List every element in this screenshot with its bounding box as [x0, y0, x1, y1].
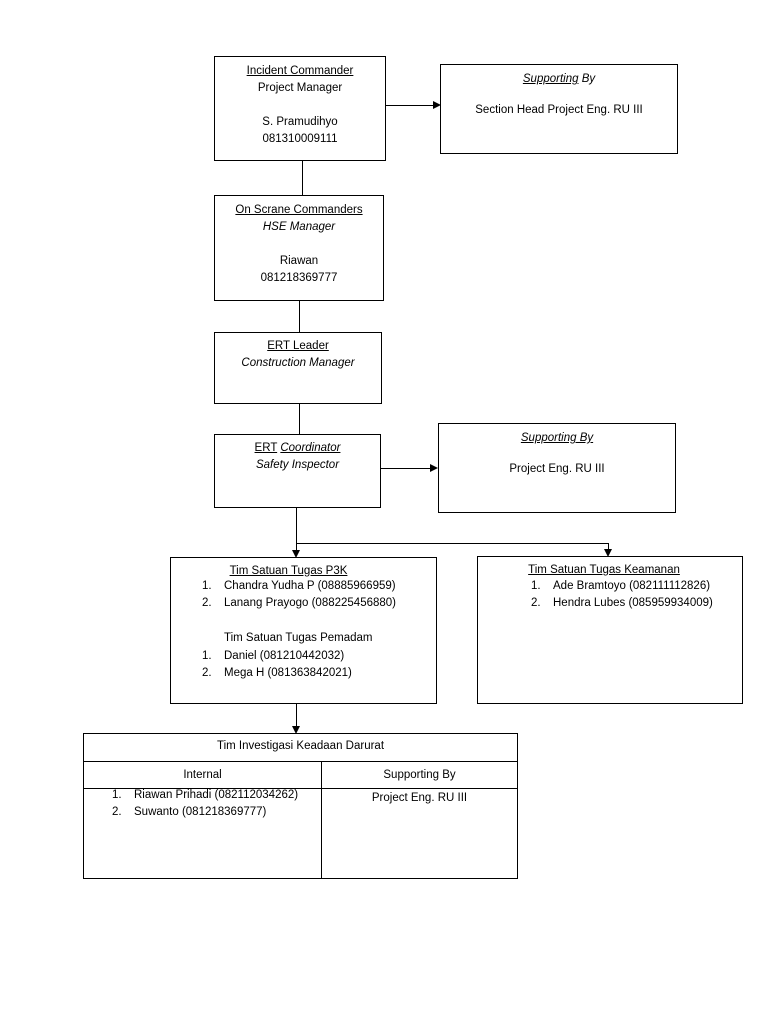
- investigasi-table: Tim Investigasi Keadaan Darurat Internal…: [83, 733, 518, 879]
- connector-p3k-investigasi: [296, 704, 297, 728]
- incident-commander-title: Incident Commander: [246, 65, 354, 77]
- incident-commander-role: Project Manager: [257, 82, 343, 94]
- investigasi-title: Tim Investigasi Keadaan Darurat: [84, 734, 517, 762]
- list-item: 1.Chandra Yudha P (08885966959): [202, 580, 396, 592]
- investigasi-internal-list: 1.Riawan Prihadi (082112034262) 2.Suwant…: [112, 789, 298, 823]
- incident-commander-phone: 081310009111: [262, 133, 338, 145]
- ert-leader-role: Construction Manager: [241, 357, 355, 369]
- supporting-box-2: Supporting By Project Eng. RU III: [438, 423, 676, 513]
- keamanan-team-box: Tim Satuan Tugas Keamanan: [477, 556, 743, 704]
- list-item: 2.Suwanto (081218369777): [112, 806, 267, 818]
- supporting-2-title: Supporting By: [520, 432, 594, 444]
- arrow-to-investigasi: [292, 726, 300, 734]
- list-item: 2.Hendra Lubes (085959934009): [531, 597, 713, 609]
- on-scene-name: Riawan: [279, 255, 319, 267]
- on-scene-role: HSE Manager: [262, 221, 336, 233]
- incident-commander-name: S. Pramudihyo: [262, 116, 338, 128]
- pemadam-title: Tim Satuan Tugas Pemadam: [224, 632, 373, 644]
- on-scene-title: On Scrane Commanders: [235, 204, 363, 216]
- arrow-ic-supporting: [433, 101, 441, 109]
- on-scene-phone: 081218369777: [260, 272, 338, 284]
- investigasi-col-supporting: Supporting By: [322, 762, 517, 789]
- connector-ic-onscene: [302, 161, 303, 195]
- list-item: 2.Mega H (081363842021): [202, 667, 352, 679]
- arrow-to-p3k: [292, 550, 300, 558]
- supporting-1-title: Supporting: [522, 73, 579, 85]
- connector-coordinator-supporting: [381, 468, 431, 469]
- list-item: 1.Riawan Prihadi (082112034262): [112, 789, 299, 801]
- connector-ertleader-coordinator: [299, 404, 300, 434]
- ert-coordinator-title-b: Coordinator: [280, 442, 341, 454]
- investigasi-supporting-cell: Project Eng. RU III: [371, 792, 468, 804]
- supporting-2-body: Project Eng. RU III: [509, 463, 605, 475]
- investigasi-col-internal: Internal: [84, 762, 322, 789]
- supporting-1-body: Section Head Project Eng. RU III: [475, 104, 643, 116]
- ert-coordinator-title-a: ERT: [254, 442, 278, 454]
- ert-leader-box: ERT Leader Construction Manager: [214, 332, 382, 404]
- list-item: 1.Ade Bramtoyo (082111112826): [531, 580, 711, 592]
- pemadam-member-list: 1.Daniel (081210442032) 2.Mega H (081363…: [202, 650, 352, 684]
- list-item: 2.Lanang Prayogo (088225456880): [202, 597, 397, 609]
- on-scene-commanders-box: On Scrane Commanders HSE Manager Riawan …: [214, 195, 384, 301]
- ert-coordinator-role: Safety Inspector: [255, 459, 340, 471]
- p3k-title: Tim Satuan Tugas P3K: [229, 565, 348, 577]
- ert-coordinator-box: ERT Coordinator Safety Inspector: [214, 434, 381, 508]
- incident-commander-box: Incident Commander Project Manager S. Pr…: [214, 56, 386, 161]
- connector-onscene-ertleader: [299, 301, 300, 332]
- connector-branch-keamanan: [608, 543, 609, 551]
- ert-leader-title: ERT Leader: [267, 340, 329, 352]
- supporting-1-title-suffix: By: [578, 73, 596, 85]
- arrow-to-keamanan: [604, 549, 612, 557]
- keamanan-title: Tim Satuan Tugas Keamanan: [528, 564, 680, 576]
- connector-coordinator-down: [296, 508, 297, 552]
- connector-branch-horizontal: [296, 543, 609, 544]
- investigasi-internal-cell: [84, 789, 322, 878]
- connector-ic-supporting: [386, 105, 434, 106]
- p3k-team-box: Tim Satuan Tugas P3K: [170, 557, 437, 704]
- supporting-box-1: Supporting By Section Head Project Eng. …: [440, 64, 678, 154]
- p3k-member-list: 1.Chandra Yudha P (08885966959) 2.Lanang…: [202, 580, 396, 614]
- keamanan-member-list: 1.Ade Bramtoyo (082111112826) 2.Hendra L…: [531, 580, 713, 614]
- arrow-coordinator-supporting: [430, 464, 438, 472]
- list-item: 1.Daniel (081210442032): [202, 650, 345, 662]
